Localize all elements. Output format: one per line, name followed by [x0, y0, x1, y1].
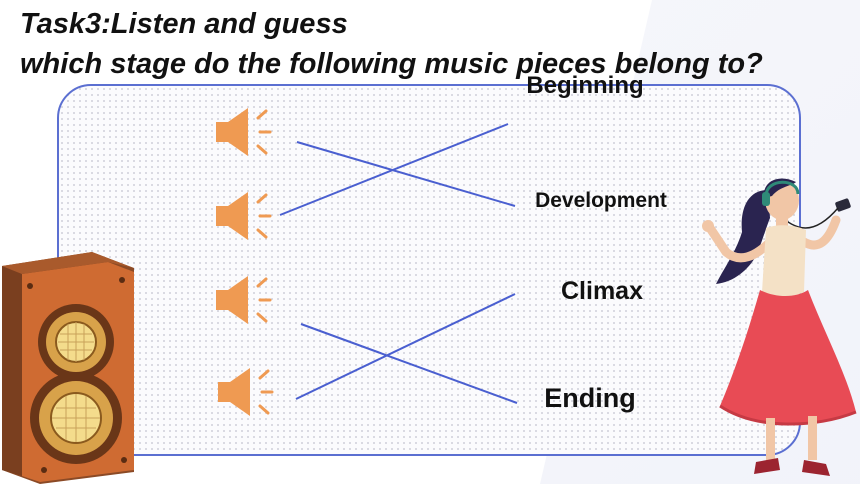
- match-line-piece4-climax: [295, 293, 516, 400]
- music-piece-1-speaker-icon[interactable]: [214, 104, 276, 160]
- music-piece-3-speaker-icon[interactable]: [214, 272, 276, 328]
- stage-label-ending[interactable]: Ending: [544, 383, 636, 413]
- music-piece-2-speaker-icon[interactable]: [214, 188, 276, 244]
- stage-label-beginning[interactable]: Beginning: [526, 72, 644, 99]
- stage-label-development[interactable]: Development: [535, 189, 667, 212]
- match-line-piece3-ending: [300, 323, 518, 404]
- task-title: Task3:Listen and guess which stage do th…: [20, 4, 763, 84]
- speaker-icon: [216, 108, 272, 156]
- match-line-piece1-development: [296, 141, 516, 207]
- music-piece-4-speaker-icon[interactable]: [216, 364, 278, 420]
- girl-with-headphones-illustration: [702, 178, 857, 476]
- match-line-piece2-beginning: [279, 123, 509, 216]
- title-line-2: which stage do the following music piece…: [20, 48, 763, 80]
- stage-label-climax[interactable]: Climax: [561, 277, 643, 305]
- title-line-1: Task3:Listen and guess: [20, 8, 348, 40]
- matching-panel: [57, 84, 801, 456]
- speaker-icon: [218, 368, 274, 416]
- speaker-icon: [216, 192, 272, 240]
- loudspeaker-box-illustration: [2, 252, 134, 484]
- speaker-icon: [216, 276, 272, 324]
